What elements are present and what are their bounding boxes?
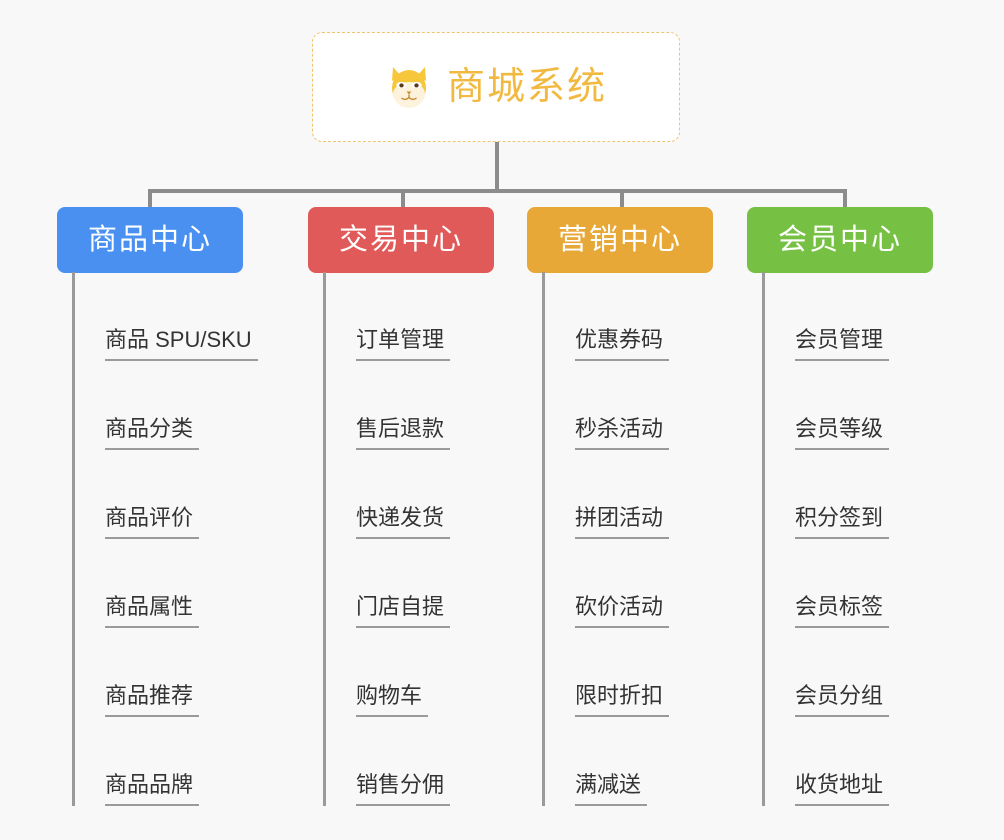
leaf-item[interactable]: 限时折扣 bbox=[545, 628, 670, 717]
leaf-item[interactable]: 购物车 bbox=[326, 628, 450, 717]
leaf-column-marketing-center: 优惠券码 秒杀活动 拼团活动 砍价活动 限时折扣 满减送 bbox=[542, 272, 670, 806]
leaf-item[interactable]: 会员标签 bbox=[765, 539, 890, 628]
leaf-label: 优惠券码 bbox=[575, 326, 670, 361]
leaf-label: 限时折扣 bbox=[575, 682, 670, 717]
leaf-label: 会员管理 bbox=[795, 326, 890, 361]
branch-box-trade-center[interactable]: 交易中心 bbox=[308, 207, 494, 273]
leaf-label: 售后退款 bbox=[356, 415, 451, 450]
leaf-label: 快递发货 bbox=[356, 504, 451, 539]
branch-box-marketing-center[interactable]: 营销中心 bbox=[527, 207, 713, 273]
connector-drop-3 bbox=[620, 189, 624, 209]
leaf-item[interactable]: 订单管理 bbox=[326, 272, 451, 361]
leaf-item[interactable]: 秒杀活动 bbox=[545, 361, 670, 450]
branch-box-member-center[interactable]: 会员中心 bbox=[747, 207, 933, 273]
leaf-item[interactable]: 商品 SPU/SKU bbox=[75, 272, 258, 361]
leaf-item[interactable]: 商品属性 bbox=[75, 539, 258, 628]
leaf-item[interactable]: 砍价活动 bbox=[545, 539, 670, 628]
leaf-item[interactable]: 快递发货 bbox=[326, 450, 451, 539]
leaf-label: 会员标签 bbox=[795, 593, 890, 628]
leaf-item[interactable]: 收货地址 bbox=[765, 717, 890, 806]
leaf-item[interactable]: 拼团活动 bbox=[545, 450, 670, 539]
leaf-item[interactable]: 商品分类 bbox=[75, 361, 258, 450]
leaf-label: 订单管理 bbox=[356, 326, 451, 361]
root-node[interactable]: 商城系统 bbox=[312, 32, 680, 142]
leaf-item[interactable]: 会员等级 bbox=[765, 361, 890, 450]
leaf-label: 秒杀活动 bbox=[575, 415, 670, 450]
leaf-item[interactable]: 商品评价 bbox=[75, 450, 258, 539]
leaf-label: 商品推荐 bbox=[105, 682, 200, 717]
leaf-item[interactable]: 门店自提 bbox=[326, 539, 451, 628]
leaf-label: 砍价活动 bbox=[575, 593, 670, 628]
leaf-item[interactable]: 满减送 bbox=[545, 717, 669, 806]
branch-label: 交易中心 bbox=[338, 223, 463, 256]
connector-drop-4 bbox=[843, 189, 847, 209]
connector-drop-1 bbox=[148, 189, 152, 209]
branch-box-product-center[interactable]: 商品中心 bbox=[57, 207, 243, 273]
connector-drop-2 bbox=[401, 189, 405, 209]
leaf-label: 门店自提 bbox=[356, 593, 451, 628]
connector-root-stem bbox=[495, 142, 499, 192]
leaf-label: 购物车 bbox=[356, 682, 429, 717]
leaf-label: 会员分组 bbox=[795, 682, 890, 717]
leaf-column-product-center: 商品 SPU/SKU 商品分类 商品评价 商品属性 商品推荐 商品品牌 bbox=[72, 272, 258, 806]
leaf-label: 商品评价 bbox=[105, 504, 200, 539]
leaf-label: 拼团活动 bbox=[575, 504, 670, 539]
leaf-column-trade-center: 订单管理 售后退款 快递发货 门店自提 购物车 销售分佣 bbox=[323, 272, 451, 806]
leaf-item[interactable]: 会员分组 bbox=[765, 628, 890, 717]
leaf-label: 商品分类 bbox=[105, 415, 200, 450]
branch-label: 营销中心 bbox=[557, 223, 682, 256]
leaf-label: 积分签到 bbox=[795, 504, 890, 539]
leaf-item[interactable]: 会员管理 bbox=[765, 272, 890, 361]
root-title: 商城系统 bbox=[446, 66, 607, 108]
leaf-item[interactable]: 商品品牌 bbox=[75, 717, 258, 806]
connector-bus bbox=[148, 189, 847, 193]
leaf-label: 满减送 bbox=[575, 771, 648, 806]
leaf-label: 商品 SPU/SKU bbox=[105, 326, 258, 361]
branch-label: 商品中心 bbox=[87, 223, 212, 256]
leaf-label: 会员等级 bbox=[795, 415, 890, 450]
leaf-item[interactable]: 积分签到 bbox=[765, 450, 890, 539]
branch-label: 会员中心 bbox=[777, 223, 902, 256]
leaf-label: 商品品牌 bbox=[105, 771, 200, 806]
leaf-item[interactable]: 商品推荐 bbox=[75, 628, 258, 717]
leaf-item[interactable]: 优惠券码 bbox=[545, 272, 670, 361]
leaf-label: 收货地址 bbox=[795, 771, 890, 806]
shiba-dog-face-icon bbox=[385, 63, 433, 111]
leaf-column-member-center: 会员管理 会员等级 积分签到 会员标签 会员分组 收货地址 bbox=[762, 272, 890, 806]
leaf-label: 销售分佣 bbox=[356, 771, 451, 806]
leaf-label: 商品属性 bbox=[105, 593, 200, 628]
leaf-item[interactable]: 售后退款 bbox=[326, 361, 451, 450]
leaf-item[interactable]: 销售分佣 bbox=[326, 717, 451, 806]
